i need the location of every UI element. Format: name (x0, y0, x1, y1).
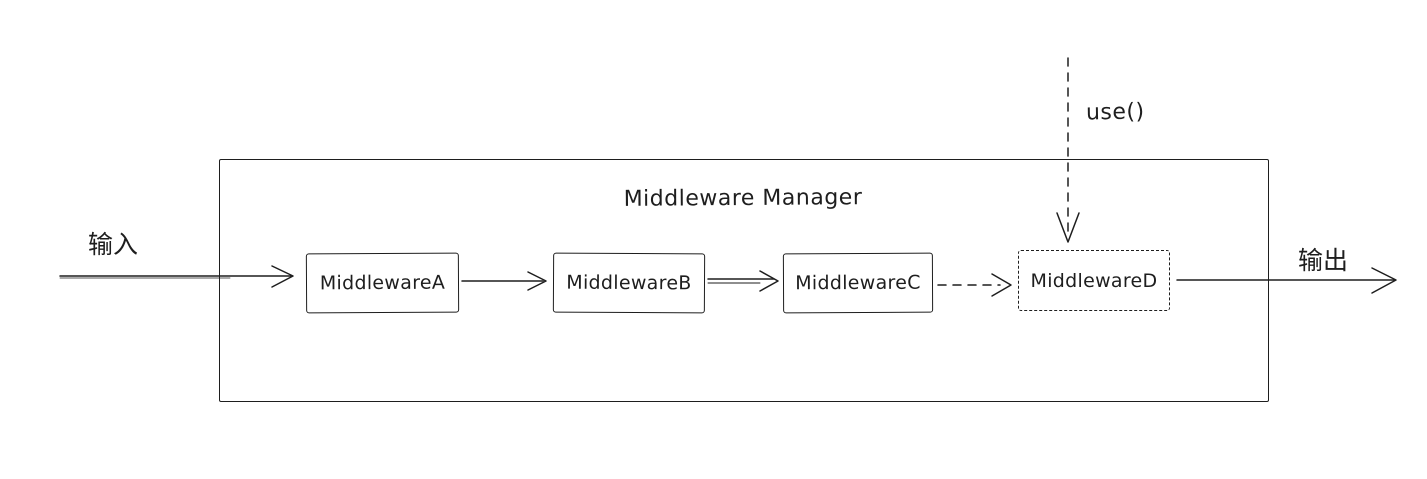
node-middleware-a-label: MiddlewareA (319, 271, 446, 295)
edge-use-arrow (1056, 57, 1080, 243)
edge-input-arrowhead (271, 265, 294, 288)
input-label: 输入 (88, 230, 139, 259)
node-middleware-b: MiddlewareB (552, 252, 706, 314)
middleware-manager-container (219, 159, 1269, 402)
edge-b-c-arrowhead (759, 270, 779, 292)
edge-b-to-c (707, 270, 779, 292)
edge-a-b-arrowhead (527, 271, 547, 291)
node-middleware-c-label: MiddlewareC (795, 271, 921, 295)
edge-a-to-b (461, 271, 547, 291)
node-middleware-a: MiddlewareA (305, 252, 460, 314)
edge-c-d-arrowhead (991, 273, 1012, 297)
node-middleware-c: MiddlewareC (782, 252, 934, 314)
edge-c-to-d (937, 273, 1012, 297)
node-middleware-b-label: MiddlewareB (566, 271, 692, 295)
edge-input-arrow (59, 265, 294, 288)
edge-use-arrowhead (1056, 212, 1080, 243)
edge-output-arrow (1176, 267, 1397, 294)
output-label: 输出 (1298, 246, 1349, 275)
use-call-label: use() (1085, 99, 1145, 126)
node-middleware-d-label: MiddlewareD (1030, 269, 1158, 292)
edge-output-arrowhead (1371, 267, 1397, 294)
node-middleware-d: MiddlewareD (1018, 250, 1170, 311)
